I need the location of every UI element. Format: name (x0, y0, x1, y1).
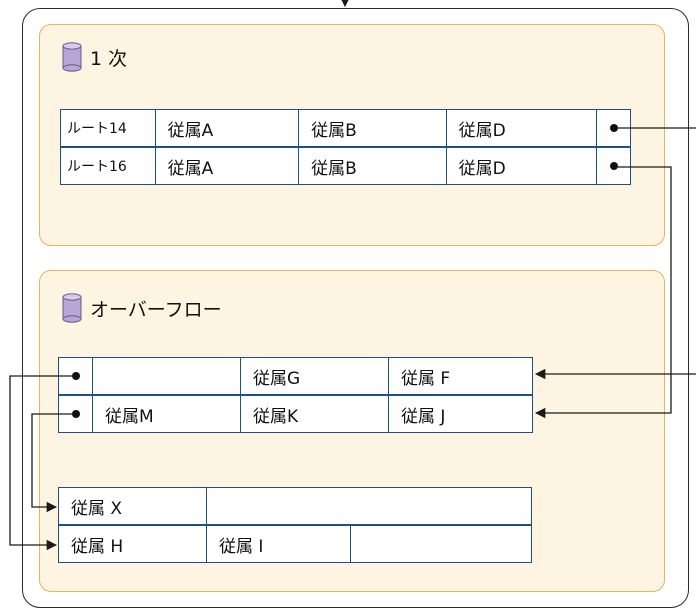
dependent-segment-cell: 従属 H (59, 526, 207, 562)
pointer-dot-icon (71, 372, 80, 380)
pointer-cell (597, 148, 630, 184)
pointer-cell (59, 396, 93, 432)
overflow-block2-row2: 従属 H 従属 I (58, 525, 532, 563)
overflow-block1-row1: 従属G 従属 F (58, 357, 533, 395)
primary-area-title: 1 次 (90, 47, 128, 70)
pointer-dot-icon (609, 162, 618, 170)
overflow-area-header: オーバーフロー (62, 293, 222, 323)
dependent-segment-cell: 従属 X (59, 488, 207, 524)
pointer-dot-icon (71, 410, 80, 418)
overflow-area-title: オーバーフロー (90, 298, 222, 321)
database-cylinder-icon (62, 293, 82, 323)
overflow-block2-row1: 従属 X (58, 487, 532, 525)
primary-area-header: 1 次 (62, 42, 127, 72)
primary-row-root14: ルート14 従属A 従属B 従属D (60, 109, 631, 147)
empty-segment-cell (207, 488, 530, 524)
database-cylinder-icon (62, 42, 82, 72)
pointer-cell (59, 358, 93, 394)
dependent-segment-cell: 従属A (156, 148, 300, 184)
dependent-segment-cell: 従属 F (401, 368, 451, 389)
dependent-segment-cell: 従属B (299, 110, 447, 146)
dependent-segment-cell: 従属 I (207, 526, 351, 562)
root-segment-cell: ルート14 (61, 110, 156, 146)
empty-segment-cell (351, 526, 530, 562)
dependent-segment-cell (93, 358, 241, 394)
overflow-block1-row2: 従属M 従属K 従属 J (58, 395, 533, 433)
dependent-segment-cell: 従属A (156, 110, 300, 146)
dependent-segment-cell: 従属K (241, 396, 389, 432)
dependent-segment-cell: 従属D (447, 110, 598, 146)
pointer-dot-icon (609, 124, 618, 132)
dependent-segment-cell: 従属G (241, 358, 389, 394)
dependent-segment-cell: 従属 J (401, 406, 446, 427)
root-segment-cell: ルート16 (61, 148, 156, 184)
pointer-cell (597, 110, 630, 146)
primary-row-root16: ルート16 従属A 従属B 従属D (60, 147, 631, 185)
dependent-segment-cell: 従属M (93, 396, 241, 432)
dependent-segment-cell: 従属D (447, 148, 598, 184)
dependent-segment-cell: 従属B (299, 148, 447, 184)
